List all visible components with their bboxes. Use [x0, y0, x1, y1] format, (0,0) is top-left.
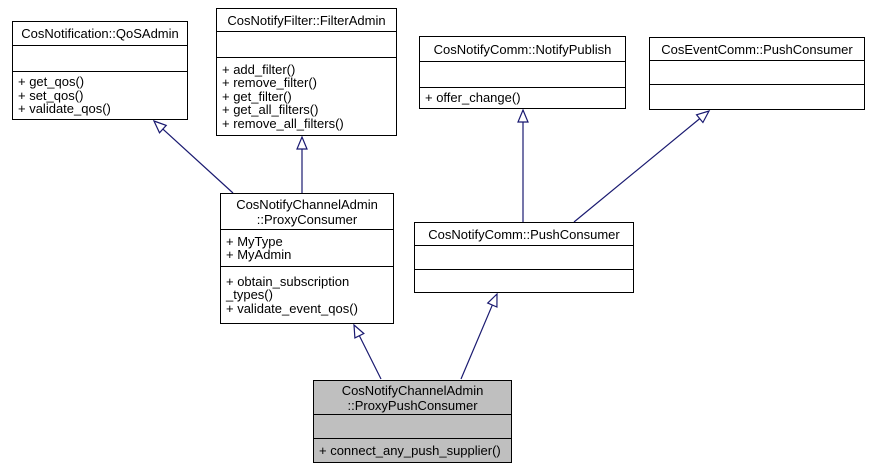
- class-title: CosNotifyChannelAdmin::ProxyPushConsumer: [314, 381, 511, 414]
- class-attributes-section: [314, 414, 511, 438]
- class-title: CosNotifyFilter::FilterAdmin: [217, 9, 396, 31]
- edge-line: [162, 128, 234, 194]
- class-method: + get_qos(): [18, 74, 85, 90]
- class-node-cosnotification-qosadmin[interactable]: CosNotification::QoSAdmin+ get_qos()+ se…: [12, 21, 188, 120]
- class-method: + get_filter(): [222, 88, 292, 104]
- inheritance-arrowhead: [353, 323, 365, 339]
- class-method: + obtain_subscription: [226, 273, 350, 289]
- class-methods-section: + obtain_subscription_types()+ validate_…: [221, 266, 393, 323]
- inheritance-arrowhead: [517, 108, 529, 123]
- edge-line: [573, 118, 701, 223]
- class-methods-section: + connect_any_push_supplier(): [314, 438, 511, 462]
- class-title-line: CosNotifyChannelAdmin: [236, 196, 378, 212]
- class-attribute: + MyAdmin: [226, 247, 292, 262]
- class-method: + get_all_filters(): [222, 102, 319, 118]
- inheritance-edge-proxypushconsumer-to-proxyconsumer: [353, 323, 382, 380]
- class-title: CosEventComm::PushConsumer: [650, 38, 864, 60]
- class-methods-section: [650, 84, 864, 109]
- class-title-line: ::ProxyPushConsumer: [347, 397, 478, 413]
- class-title-line: CosNotifyFilter::FilterAdmin: [227, 12, 386, 28]
- inheritance-edge-proxypushconsumer-to-pushconsumer: [460, 292, 498, 380]
- class-attributes-section: [13, 45, 187, 71]
- inheritance-arrowhead: [152, 119, 168, 134]
- class-attributes-section: + MyType+ MyAdmin: [221, 229, 393, 266]
- class-method: + offer_change(): [425, 90, 521, 106]
- class-method: + validate_qos(): [18, 101, 111, 117]
- class-method: _types(): [226, 287, 273, 303]
- inheritance-edge-proxyconsumer-to-filteradmin: [296, 135, 308, 193]
- inheritance-edge-proxyconsumer-to-qosadmin: [152, 119, 234, 194]
- inheritance-arrowhead: [296, 135, 308, 150]
- class-title-line: CosEventComm::PushConsumer: [661, 41, 853, 57]
- class-title: CosNotifyComm::PushConsumer: [415, 223, 633, 245]
- class-methods-section: [415, 269, 633, 292]
- class-method: + remove_all_filters(): [222, 115, 344, 131]
- class-method: + validate_event_qos(): [226, 300, 358, 316]
- class-method: + connect_any_push_supplier(): [319, 442, 501, 458]
- edge-line: [358, 335, 382, 380]
- class-title-line: CosNotifyComm::NotifyPublish: [433, 41, 612, 57]
- class-method: + remove_filter(): [222, 75, 317, 91]
- class-title: CosNotifyComm::NotifyPublish: [420, 37, 625, 61]
- class-node-cosnotifycomm-notifypublish[interactable]: CosNotifyComm::NotifyPublish+ offer_chan…: [419, 36, 626, 109]
- class-attributes-section: [650, 60, 864, 84]
- class-methods-section: + add_filter()+ remove_filter()+ get_fil…: [217, 57, 396, 135]
- class-node-coseventcomm-pushconsumer[interactable]: CosEventComm::PushConsumer: [649, 37, 865, 110]
- edge-line: [460, 304, 493, 380]
- class-node-cosnotifychanneladmin-proxypushconsumer: CosNotifyChannelAdmin::ProxyPushConsumer…: [313, 380, 512, 463]
- class-methods-section: + offer_change(): [420, 87, 625, 108]
- inheritance-edge-pushconsumer-to-notifypublish: [517, 108, 529, 222]
- class-method: + add_filter(): [222, 61, 296, 77]
- class-title: CosNotification::QoSAdmin: [13, 22, 187, 45]
- class-node-cosnotifychanneladmin-proxyconsumer[interactable]: CosNotifyChannelAdmin::ProxyConsumer+ My…: [220, 193, 394, 324]
- class-attributes-section: [415, 245, 633, 269]
- inheritance-arrowhead: [695, 110, 711, 124]
- class-title: CosNotifyChannelAdmin::ProxyConsumer: [221, 194, 393, 229]
- class-title-line: CosNotification::QoSAdmin: [21, 26, 179, 41]
- class-attributes-section: [420, 61, 625, 87]
- class-title-line: CosNotifyChannelAdmin: [341, 382, 484, 398]
- class-title-line: ::ProxyConsumer: [256, 211, 358, 227]
- class-node-cosnotifyfilter-filteradmin[interactable]: CosNotifyFilter::FilterAdmin+ add_filter…: [216, 8, 397, 136]
- class-attribute: + MyType: [226, 233, 283, 249]
- class-methods-section: + get_qos()+ set_qos()+ validate_qos(): [13, 71, 187, 119]
- class-node-cosnotifycomm-pushconsumer[interactable]: CosNotifyComm::PushConsumer: [414, 222, 634, 293]
- class-method: + set_qos(): [18, 87, 84, 103]
- inheritance-arrowhead: [486, 292, 498, 308]
- inheritance-edge-pushconsumer-to-eventpushconsumer: [573, 110, 711, 223]
- class-title-line: CosNotifyComm::PushConsumer: [428, 226, 620, 242]
- class-attributes-section: [217, 31, 396, 57]
